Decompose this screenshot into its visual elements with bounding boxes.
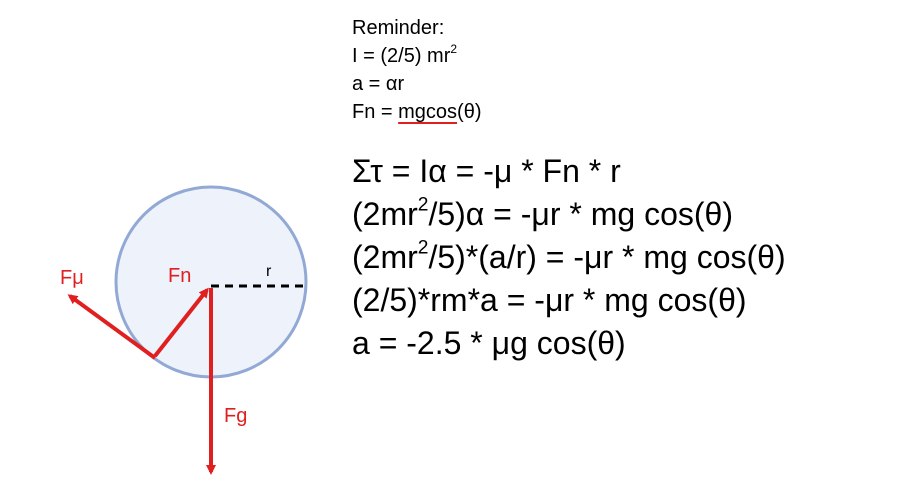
equation-simplified: (2/5)*rm*a = -μr * mg cos(θ)	[352, 282, 747, 318]
equation-3-exponent: 2	[417, 237, 429, 259]
normal-force-label: Fn	[168, 265, 191, 287]
equation-torque-sum: Στ = Iα = -μ * Fn * r	[352, 153, 621, 189]
reminder-normal-suffix: (θ)	[457, 101, 482, 123]
equation-2-suffix: /5)α = -μr * mg cos(θ)	[428, 196, 733, 232]
gravity-force-label: Fg	[224, 405, 247, 427]
friction-force-arrow	[67, 294, 157, 360]
equation-result: a = -2.5 * μg cos(θ)	[352, 325, 626, 361]
reminder-inertia-text: I = (2/5) mr	[352, 45, 451, 67]
friction-force-label: Fμ	[60, 267, 84, 289]
reminder-inertia-exponent: 2	[450, 42, 458, 56]
equation-inertia-substitution: (2mr2/5)α = -μr * mg cos(θ)	[352, 193, 786, 236]
equation-2-prefix: (2mr	[352, 196, 418, 232]
normal-force-arrow	[153, 287, 209, 358]
equation-block: Στ = Iα = -μ * Fn * r (2mr2/5)α = -μr * …	[352, 150, 786, 365]
free-body-diagram: r Fμ Fn Fg	[60, 185, 308, 475]
reminder-heading: Reminder:	[352, 17, 445, 39]
equation-3-suffix: /5)*(a/r) = -μr * mg cos(θ)	[428, 239, 786, 275]
radius-label: r	[266, 263, 272, 280]
reminder-acceleration-line: a = αr	[352, 73, 405, 95]
reminder-normal-prefix: Fn =	[352, 101, 399, 123]
reminder-normal-underlined: mgcos	[398, 101, 458, 123]
equation-3-prefix: (2mr	[352, 239, 418, 275]
reminder-block: Reminder: I = (2/5) mr2 a = αr Fn = mgco…	[352, 14, 482, 126]
equation-alpha-substitution: (2mr2/5)*(a/r) = -μr * mg cos(θ)	[352, 236, 786, 279]
reminder-normal-line: Fn = mgcos(θ)	[352, 98, 482, 126]
reminder-inertia-line: I = (2/5) mr2	[352, 42, 482, 70]
equation-2-exponent: 2	[417, 194, 429, 216]
